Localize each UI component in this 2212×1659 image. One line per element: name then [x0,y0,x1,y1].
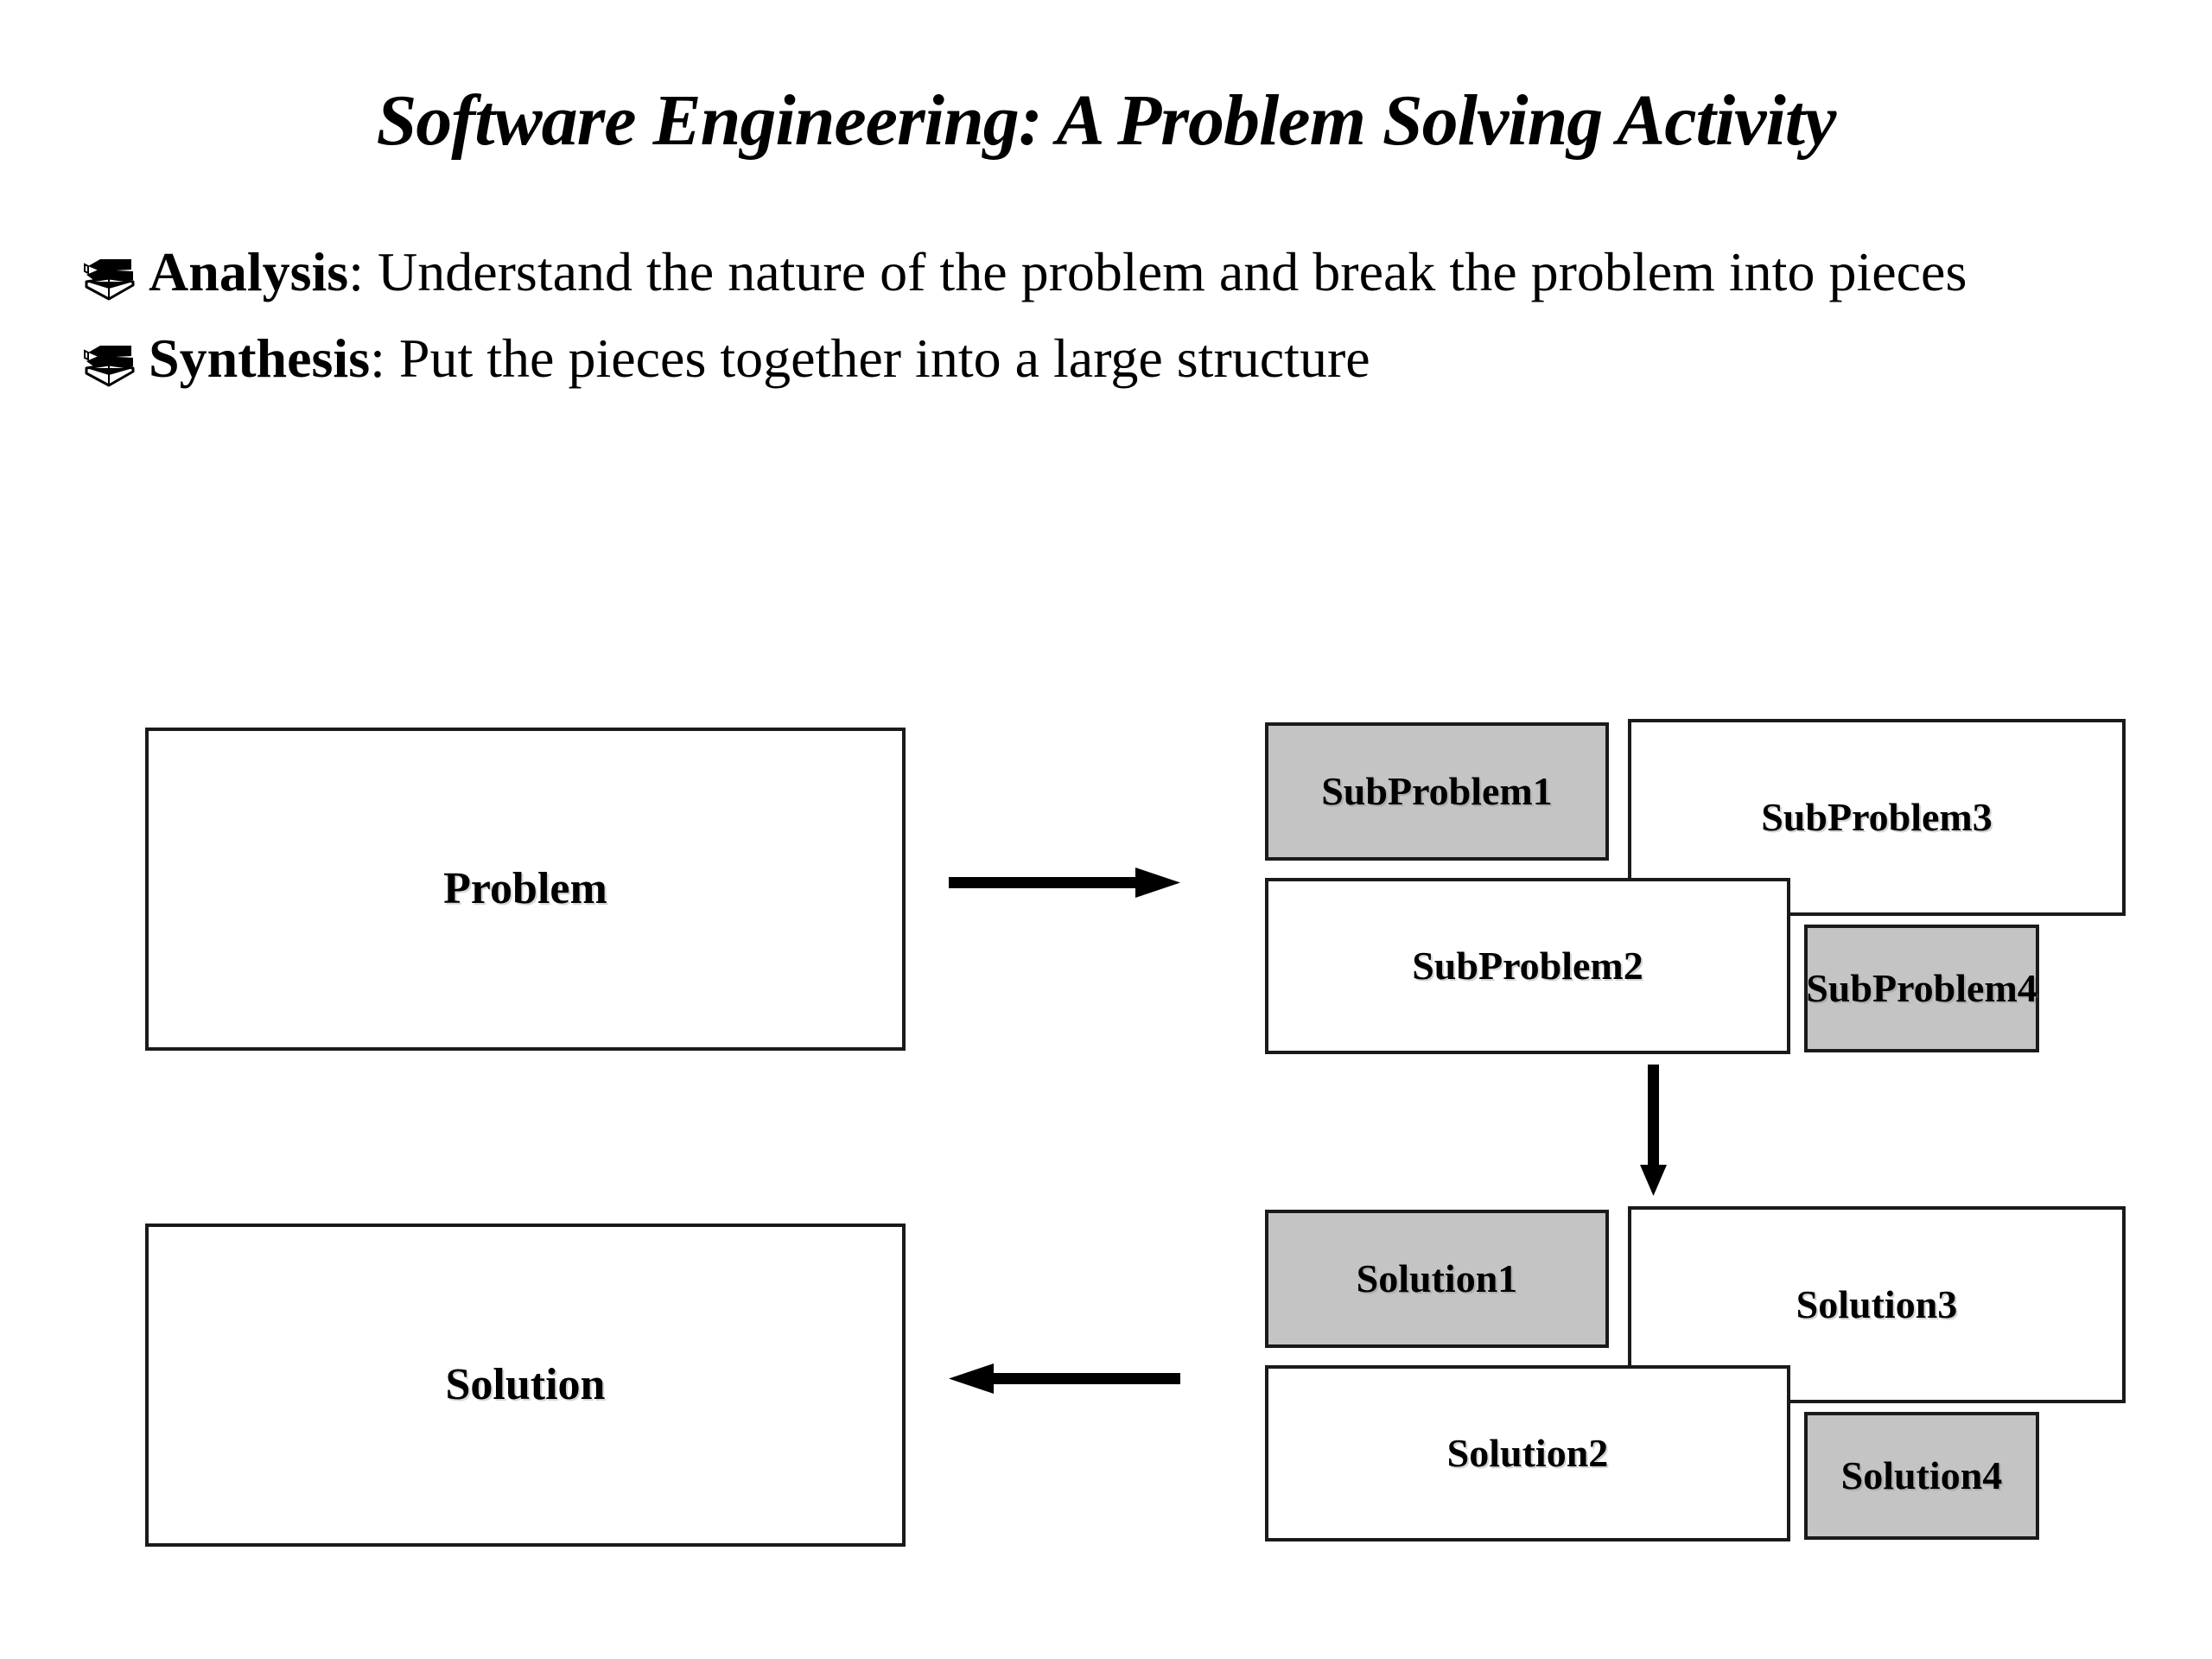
bullet-text: Synthesis: Put the pieces together into … [149,325,2150,392]
arrow-down-icon [1628,1065,1680,1196]
arrow-left-icon [949,1355,1180,1403]
subproblem4-label: SubProblem4 [1806,966,2037,1010]
arrow-right-icon [949,859,1180,907]
problem-box-label: Problem [443,864,607,913]
solution3-label: Solution3 [1796,1282,1958,1326]
solution-box: Solution [145,1224,906,1547]
problem-box: Problem [145,728,906,1051]
bullet-lead-label: Analysis [149,241,349,302]
bullet-text: Analysis: Understand the nature of the p… [149,238,2150,306]
subproblem3-box: SubProblem3 [1628,719,2126,916]
subproblem2-box: SubProblem2 [1265,878,1790,1054]
bullet-list: Analysis: Understand the nature of the p… [76,238,2150,411]
solution4-box: Solution4 [1804,1412,2039,1540]
solution4-label: Solution4 [1840,1453,2003,1497]
bullet-rest-text: : Put the pieces together into a large s… [370,327,1370,390]
solution1-label: Solution1 [1356,1256,1518,1300]
page-title: Software Engineering: A Problem Solving … [376,80,1837,161]
solution1-box: Solution1 [1265,1210,1609,1348]
bullet-lead-label: Synthesis [149,327,371,390]
bullet-item-synthesis: Synthesis: Put the pieces together into … [76,325,2150,392]
subproblem2-label: SubProblem2 [1412,944,1643,988]
bullet-item-analysis: Analysis: Understand the nature of the p… [76,238,2150,306]
solution-box-label: Solution [445,1360,606,1409]
solution2-label: Solution2 [1446,1431,1609,1475]
subproblem4-box: SubProblem4 [1804,925,2039,1052]
stack-of-books-icon [83,337,137,387]
subproblem1-label: SubProblem1 [1321,769,1553,813]
stack-of-books-icon [83,251,137,301]
subproblem3-label: SubProblem3 [1761,795,1993,839]
subproblem1-box: SubProblem1 [1265,722,1609,861]
solution2-box: Solution2 [1265,1365,1790,1541]
bullet-rest-text: : Understand the nature of the problem a… [348,241,1967,302]
